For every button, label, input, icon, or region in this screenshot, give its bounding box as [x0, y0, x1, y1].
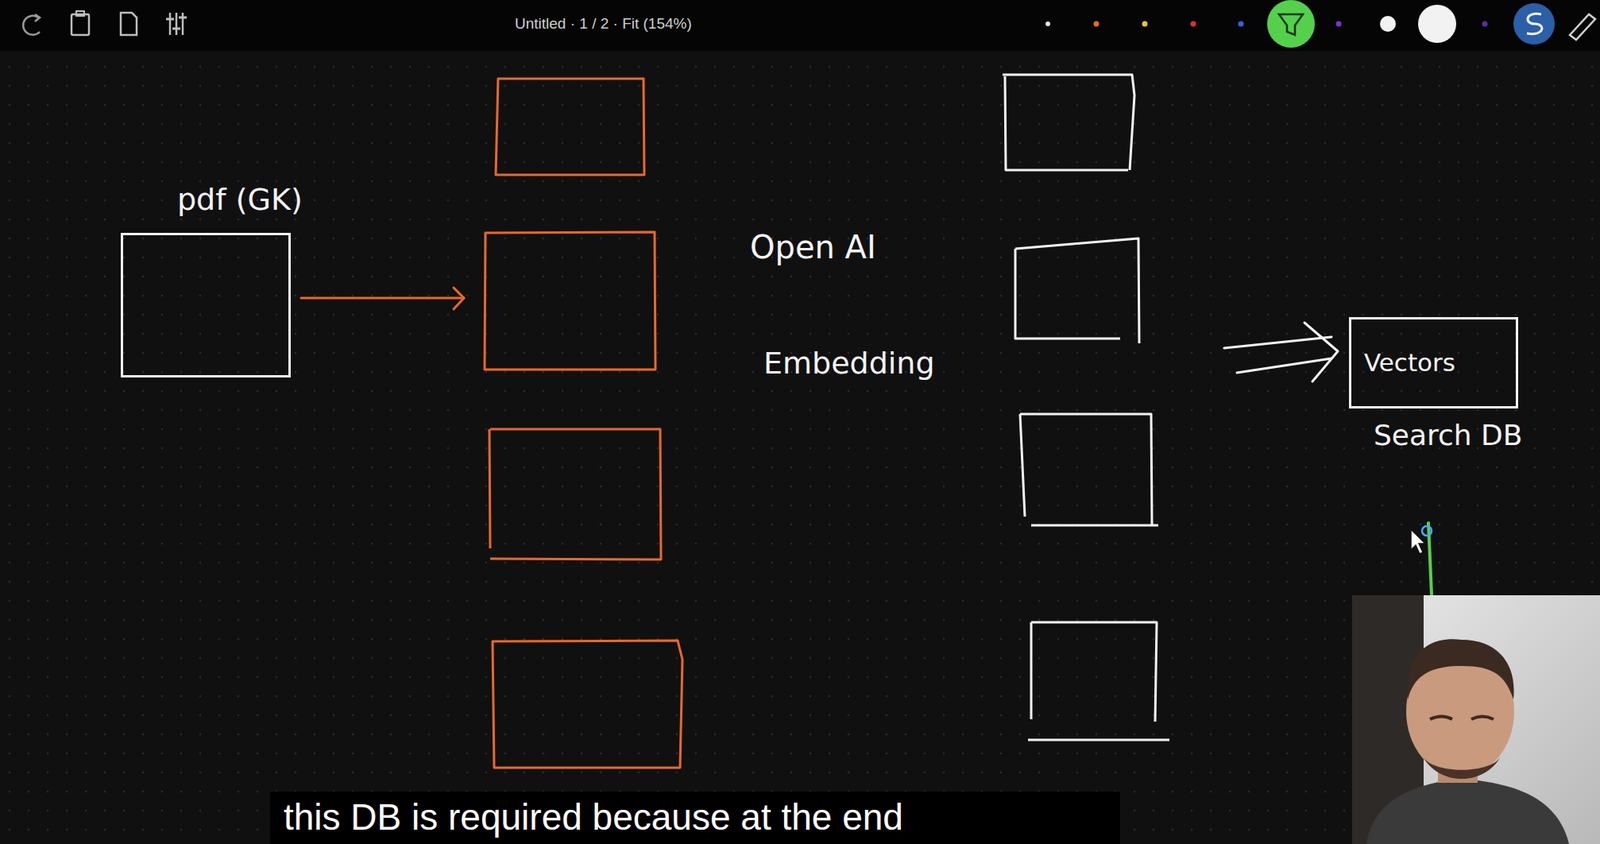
clipboard-clip [76, 11, 85, 16]
node-heading: pdf (GK) [177, 182, 303, 218]
vector-db-box: VectorsSearch DB [1348, 316, 1519, 409]
settings-knobs [166, 17, 187, 29]
double-arrow [1224, 322, 1338, 382]
color-dot [1482, 21, 1488, 28]
arrow-head [453, 287, 464, 310]
size-dot [1379, 15, 1396, 32]
color-dot [1093, 21, 1100, 28]
settings-icon [170, 12, 183, 35]
color-dot [1336, 21, 1342, 28]
size-dot [1418, 4, 1457, 43]
person-eyes [1429, 716, 1494, 720]
handwritten-label: Embedding [763, 346, 936, 382]
redo-icon-head [34, 14, 40, 22]
chunk-boxes [484, 78, 683, 768]
arrow-shaft [1224, 336, 1332, 348]
chunk-box [495, 78, 645, 175]
video-subtitle: this DB is required because at the end [283, 796, 904, 839]
node-caption: Search DB [1373, 418, 1523, 452]
person-shirt [1366, 778, 1570, 844]
color-dot [1142, 21, 1148, 28]
embedding-box [1002, 74, 1135, 171]
webcam-background [1352, 595, 1600, 844]
clipboard-icon [71, 14, 89, 35]
dot-grid [0, 50, 1600, 844]
person-beard [1422, 754, 1502, 779]
chunk-box [492, 640, 683, 768]
flow-arrow [301, 297, 464, 300]
chunk-box [489, 428, 661, 560]
page-icon [120, 12, 137, 35]
highlighter-icon [1279, 14, 1303, 35]
embedding-boxes [1002, 74, 1170, 740]
document-box: pdf (GK) [120, 232, 291, 378]
arrow-shaft [1236, 358, 1332, 373]
toolbar [0, 0, 1600, 51]
person-hair [1407, 638, 1515, 700]
node-title: Vectors [1364, 348, 1456, 378]
chunk-box [484, 231, 656, 370]
color-dot [1190, 21, 1197, 28]
pen-tip [1422, 525, 1432, 536]
toolbar-title: Untitled · 1 / 2 · Fit (154%) [514, 15, 692, 33]
webcam-view [1352, 595, 1600, 844]
embedding-box [1015, 238, 1140, 344]
color-dot [1238, 21, 1245, 28]
embedding-box [1020, 413, 1159, 526]
embedding-box [1028, 622, 1170, 740]
highlighter-button [1267, 0, 1315, 48]
profile-icon [1526, 13, 1543, 34]
mouse-cursor [1410, 529, 1426, 554]
ruler-icon [1569, 14, 1596, 40]
arrow-head [1304, 322, 1338, 382]
subtitle-ground [270, 791, 1121, 844]
handwritten-label: Open AI [749, 228, 877, 266]
profile-button [1513, 3, 1555, 45]
color-dot [1045, 21, 1051, 27]
